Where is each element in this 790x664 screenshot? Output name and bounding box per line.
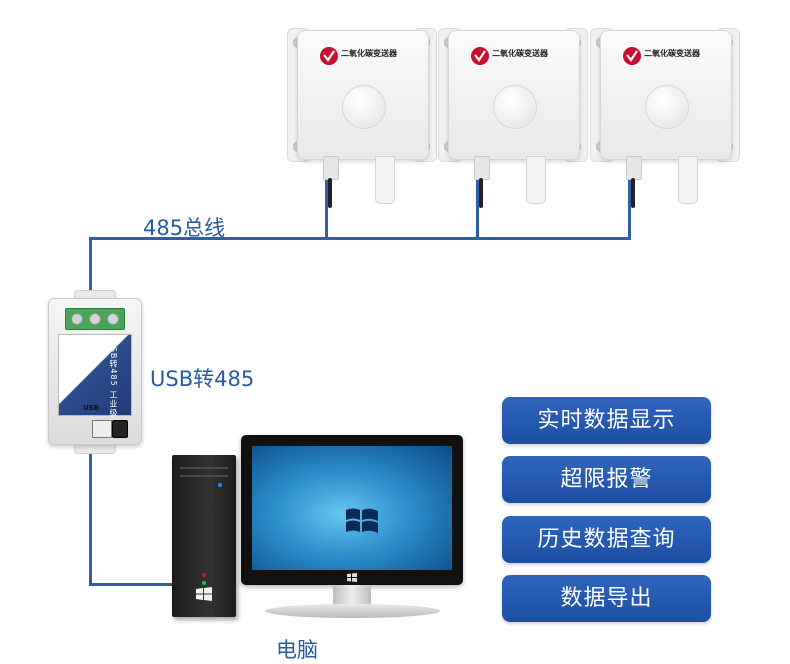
brand-logo-icon [320,47,338,65]
usb-port [92,420,112,438]
sensor-probe [526,156,546,204]
sensor-dome [342,85,386,129]
computer-label: 电脑 [276,638,318,662]
usb-cable-vertical [89,444,92,585]
converter-panel: USB [58,334,132,416]
sensor-dome [493,85,537,129]
activity-led [202,573,206,577]
feature-history-query: 历史数据查询 [502,516,711,563]
usb-485-converter: USB USB转485 工业级 [48,290,142,454]
sensor-title: 二氧化碳变送器 [492,49,548,58]
converter-vertical-text: USB转485 工业级 [109,340,118,418]
sensor-title: 二氧化碳变送器 [341,49,397,58]
monitor-screen [252,446,452,570]
status-led [202,581,206,585]
bus-drop-sensor-2 [476,178,479,239]
terminal-block [65,308,125,330]
power-jack [112,420,128,438]
sensor-cable [631,178,635,208]
monitor-logo-icon [347,573,357,582]
feature-realtime-display: 实时数据显示 [502,397,711,444]
cable-gland [626,156,642,180]
converter-port-label: USB [83,404,100,412]
brand-logo-icon [471,47,489,65]
sensor-cable [479,178,483,208]
windows-logo-icon [346,508,378,533]
feature-over-limit-alarm: 超限报警 [502,456,711,503]
monitor-stand-base [265,604,440,618]
co2-sensor-3: 二氧化碳变送器 [590,28,740,208]
power-led [218,483,222,487]
monitor [241,435,463,585]
sensor-cable [328,178,332,208]
co2-sensor-1: 二氧化碳变送器 [287,28,437,208]
usb-cable-horizontal [89,583,175,586]
pc-tower [172,455,236,617]
brand-logo-icon [623,47,641,65]
bus-drop-sensor-3 [628,178,631,239]
co2-sensor-2: 二氧化碳变送器 [438,28,588,208]
sensor-title: 二氧化碳变送器 [644,49,700,58]
bus-drop-sensor-1 [325,178,328,239]
sensor-probe [678,156,698,204]
bus-line-horizontal [89,237,631,240]
feature-data-export: 数据导出 [502,575,711,622]
sensor-probe [375,156,395,204]
windows-logo-icon [196,587,212,601]
bus-label: 485总线 [143,216,226,240]
monitor-stand-neck [333,585,371,607]
cable-gland [323,156,339,180]
converter-label: USB转485 [150,367,255,391]
bus-drop-converter [89,237,92,301]
sensor-dome [645,85,689,129]
cable-gland [474,156,490,180]
